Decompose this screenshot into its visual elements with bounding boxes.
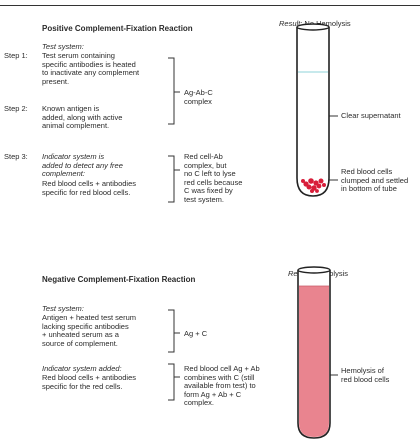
negative-title: Negative Complement-Fixation Reaction: [42, 275, 196, 284]
positive-title: Positive Complement-Fixation Reaction: [42, 24, 193, 33]
step3-label: Step 3:: [4, 152, 28, 161]
step3-note: Red cell-Ab complex, but no C left to ly…: [184, 152, 243, 204]
result-value: No Hemolysis: [302, 18, 351, 28]
bracket-neg-indicator: [168, 363, 180, 401]
neg-test-heading: Test system:: [42, 304, 84, 313]
tube-negative: [297, 266, 331, 439]
complex-label: Ag-Ab-C complex: [184, 88, 213, 106]
neg-indicator-heading: Indicator system added:: [42, 364, 122, 373]
neg-test-result: Ag + C: [184, 329, 208, 338]
step2-text: Known antigen is added, along with activ…: [42, 104, 123, 131]
bracket-neg-test: [168, 309, 180, 353]
step3-heading: Indicator system is added to detect any …: [42, 152, 123, 179]
tube-positive: [296, 23, 330, 197]
hemolysis-label: Hemolysis of red blood cells: [341, 366, 390, 384]
red-cells-label: Red blood cells clumped and settled in b…: [341, 167, 409, 194]
result-prefix: Result:: [279, 18, 303, 28]
bracket-step-3: [168, 155, 180, 203]
neg-indicator-text: Red blood cells + antibodies specific fo…: [42, 373, 137, 391]
result-positive: Result: No Hemolysis: [279, 11, 351, 28]
step2-label: Step 2:: [4, 104, 28, 113]
supernatant-label: Clear supernatant: [341, 111, 401, 120]
clumped-red-cells: [301, 178, 326, 193]
step3-text: Red blood cells + antibodies specific fo…: [42, 179, 137, 197]
step1-heading: Test system:: [42, 42, 84, 51]
step1-text: Test serum containing specific antibodie…: [42, 51, 140, 86]
top-divider: [0, 5, 420, 6]
neg-test-text: Antigen + heated test serum lacking spec…: [42, 313, 137, 348]
step1-label: Step 1:: [4, 51, 28, 60]
bracket-steps-1-2: [168, 57, 180, 125]
neg-indicator-result: Red blood cell Ag + Ab combines with C (…: [184, 364, 260, 408]
